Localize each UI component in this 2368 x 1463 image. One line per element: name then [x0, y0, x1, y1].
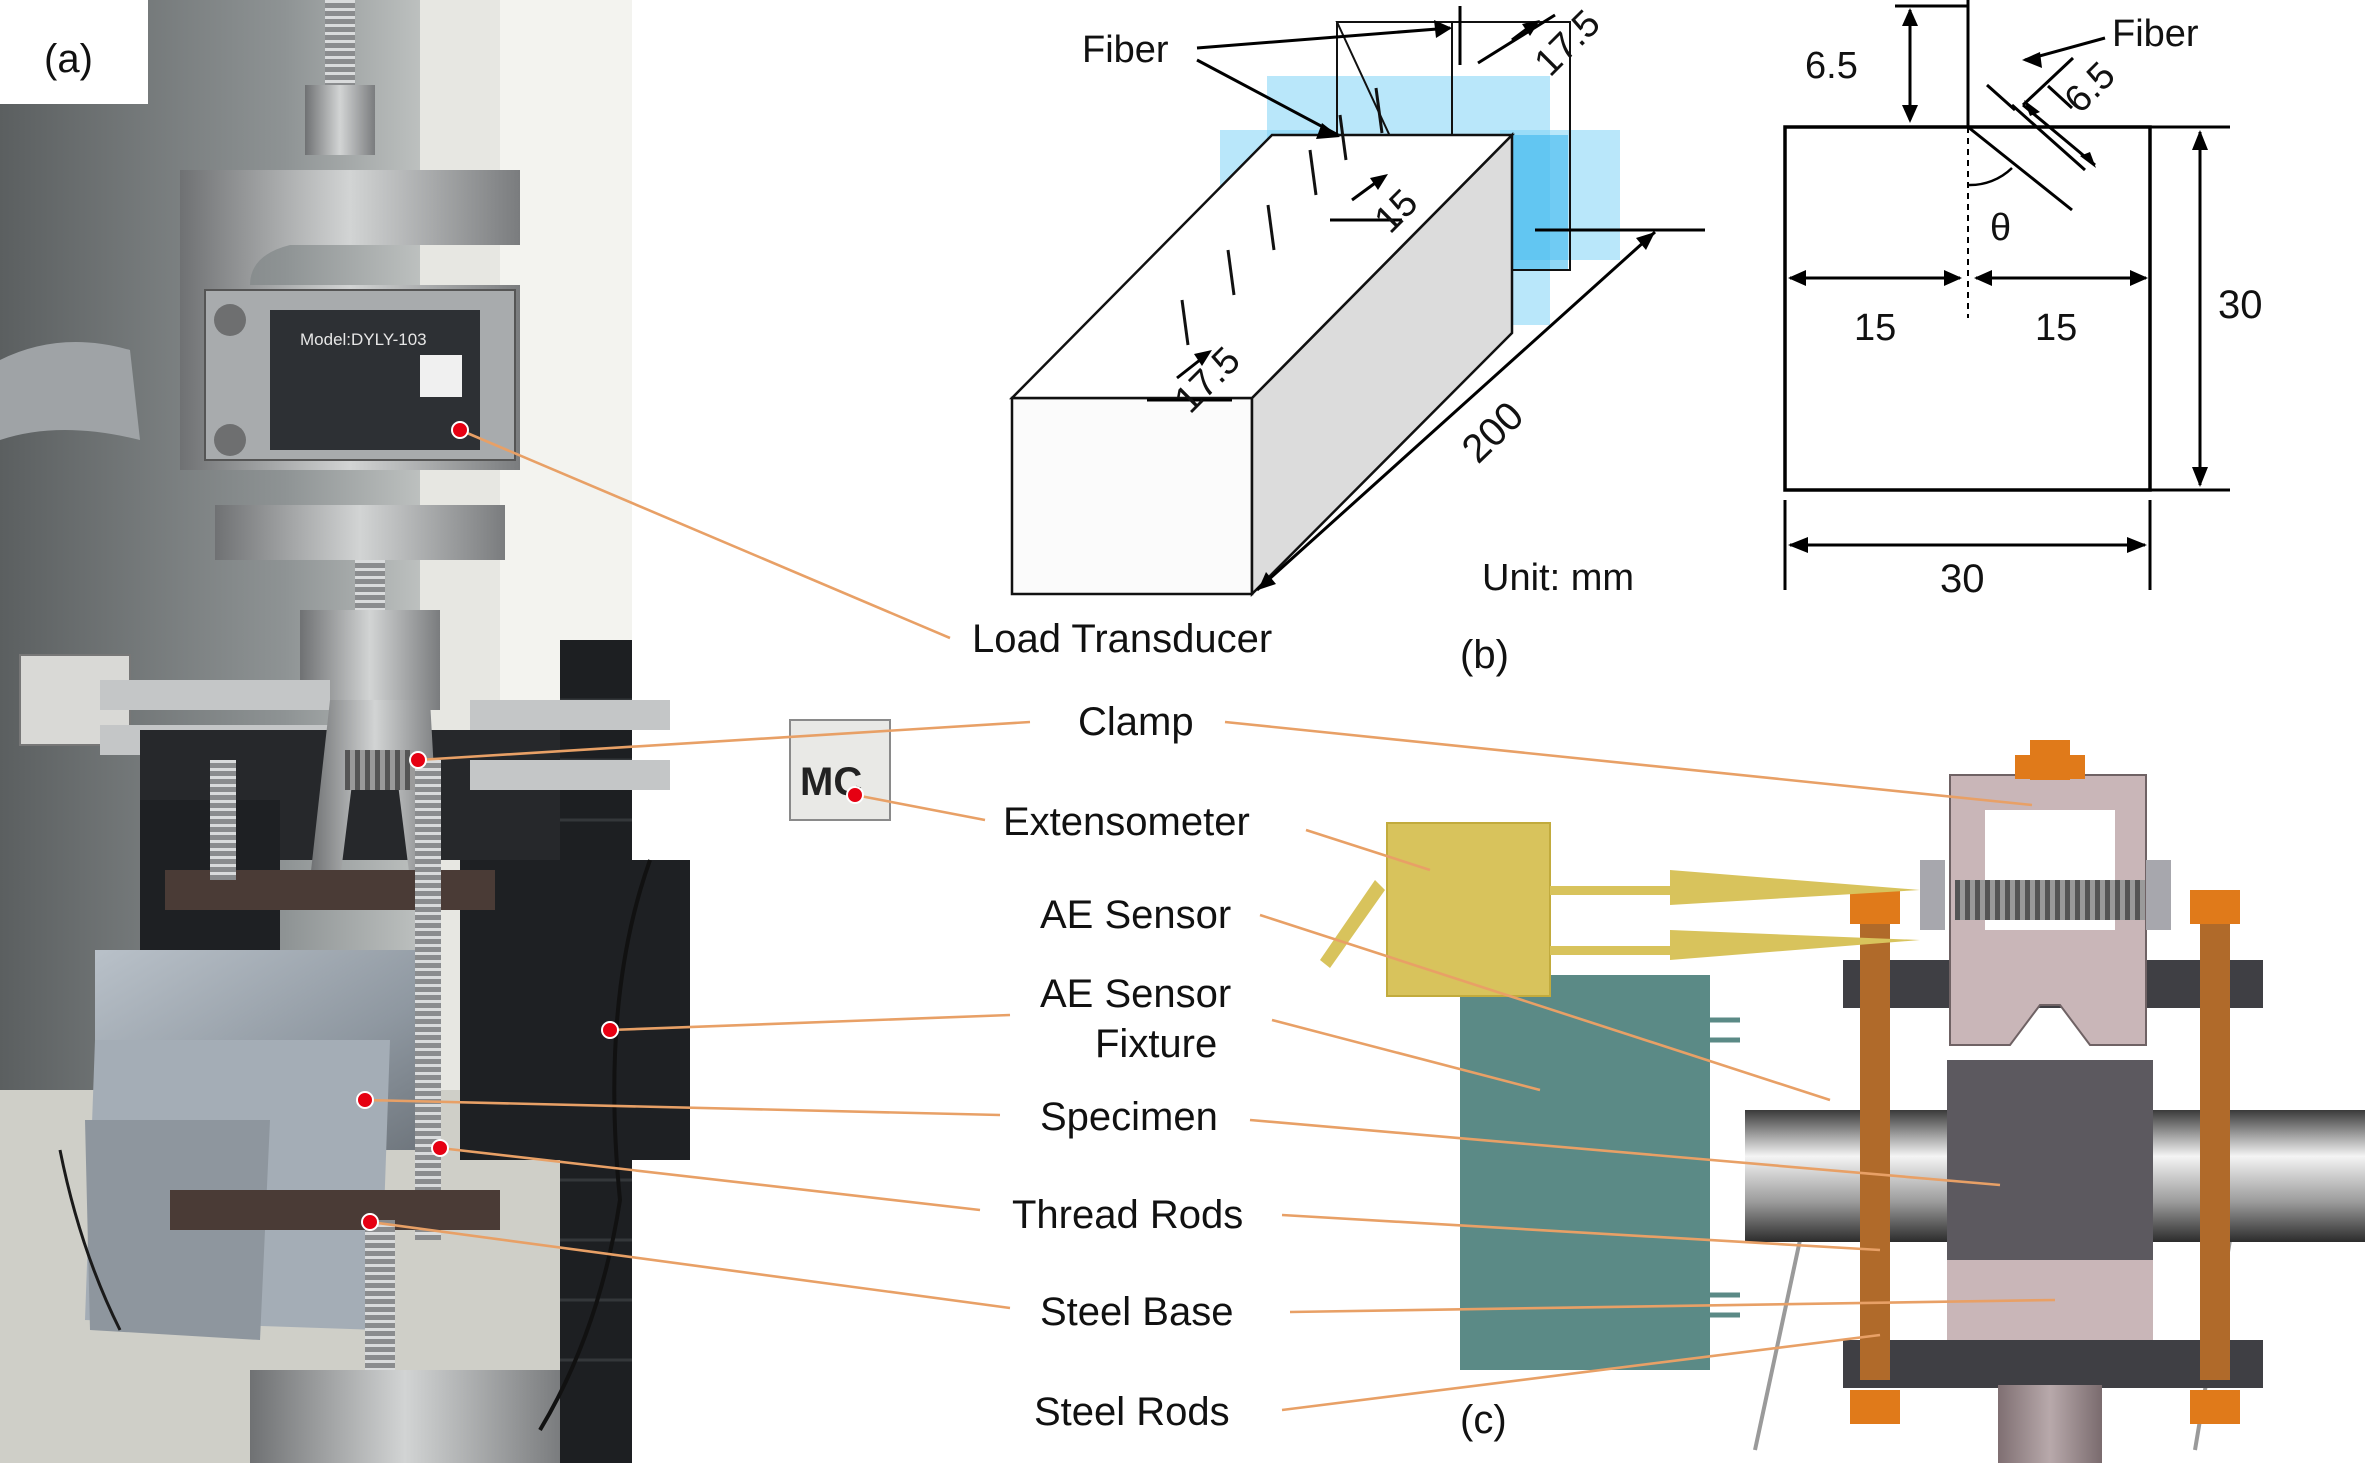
label-load-transducer: Load Transducer [972, 617, 1272, 661]
dim-30-width: 30 [1940, 557, 1985, 601]
panel-b-3d-specimen [1009, 21, 1620, 598]
panel-c-schematic [1320, 740, 2365, 1463]
dim-200: 200 [1454, 393, 1533, 471]
label-specimen: Specimen [1040, 1095, 1218, 1139]
transducer-model-text: Model:DYLY-103 [300, 330, 427, 349]
label-ae-sensor-fixture-line2: Fixture [1095, 1022, 1217, 1066]
panel-a-label-bg [0, 0, 148, 104]
label-thread-rods: Thread Rods [1012, 1193, 1243, 1237]
unit-label: Unit: mm [1482, 557, 1634, 599]
fiber-label-2: Fiber [2112, 13, 2199, 55]
photo-markers [356, 421, 864, 1231]
label-extensometer: Extensometer [1003, 800, 1250, 844]
label-ae-sensor-fixture-line1: AE Sensor [1040, 972, 1231, 1016]
dim-30-height: 30 [2218, 283, 2263, 327]
dim-6-5-left: 6.5 [1805, 45, 1858, 87]
dim-15-right: 15 [2035, 307, 2077, 349]
panel-b-label: (b) [1460, 633, 1509, 677]
leader-lines [364, 428, 2056, 1412]
label-clamp: Clamp [1078, 700, 1194, 744]
theta-label: θ [1990, 207, 2011, 249]
label-steel-rods: Steel Rods [1034, 1390, 1230, 1434]
panel-a-label: (a) [44, 37, 93, 81]
panel-c-label: (c) [1460, 1398, 1507, 1442]
callout-labels: Load Transducer Clamp Extensometer AE Se… [972, 617, 1272, 1434]
label-ae-sensor: AE Sensor [1040, 893, 1231, 937]
dim-15-left: 15 [1854, 307, 1896, 349]
panel-a-photo: Model:DYLY-103 MC [0, 0, 891, 1463]
label-steel-base: Steel Base [1040, 1290, 1233, 1334]
dim-17-5-top: 17.5 [1527, 2, 1609, 84]
panel-b-cross-section: θ 6.5 6.5 Fiber 15 15 30 30 [1783, 0, 2263, 601]
fiber-label: Fiber [1082, 29, 1169, 71]
